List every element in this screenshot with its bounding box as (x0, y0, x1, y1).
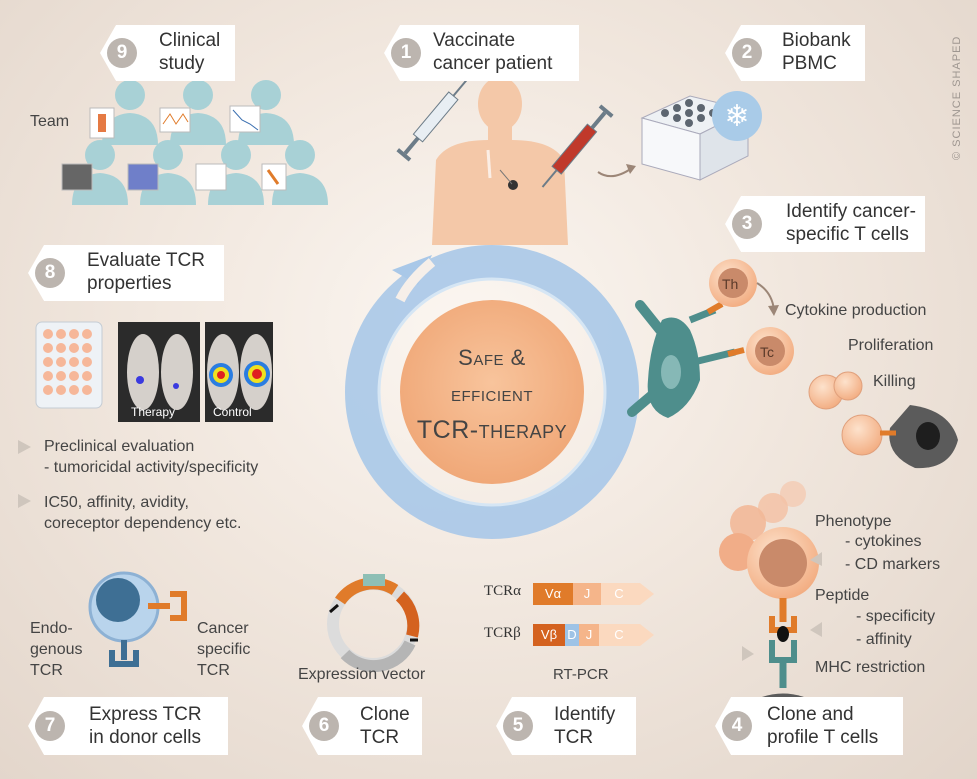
phenotype-label: Phenotype (815, 513, 892, 530)
rt-pcr-label: RT-PCR (553, 666, 609, 683)
center-core (400, 300, 584, 484)
segment-j-beta: J (585, 627, 593, 642)
step-1-number: 1 (391, 38, 421, 68)
copyright-text: © SCIENCE SHAPED (951, 35, 963, 160)
cycle-arrow-head (392, 255, 432, 285)
biobank-box: ❄ (640, 91, 762, 181)
center-title-line1: Safe & (458, 345, 526, 370)
cycle-ring (345, 245, 639, 539)
center-title: Safe & efficient TCR-therapy (407, 340, 577, 448)
t-cell-clones (719, 481, 819, 599)
step-7-number: 7 (35, 711, 65, 741)
segment-v-beta: Vβ (540, 627, 558, 642)
expression-vector-label: Expression vector (298, 666, 426, 683)
bullet-1 (18, 440, 31, 454)
segment-d-beta: D (567, 627, 577, 642)
step-5-number: 5 (503, 711, 533, 741)
segment-c-beta: C (614, 627, 624, 642)
step-4-number: 4 (722, 711, 752, 741)
tcr-beta-gene (533, 624, 654, 646)
peptide-specificity-label: - specificity (856, 608, 936, 625)
mhc-restriction-label: MHC restriction (815, 659, 926, 676)
cytokine-production-label: Cytokine production (785, 302, 927, 319)
center-title-line2: efficient (451, 381, 533, 406)
peptide-label: Peptide (815, 587, 870, 604)
tcr-alpha-gene (533, 583, 654, 605)
team-icons (61, 105, 287, 191)
team-label: Team (30, 113, 70, 130)
patient-silhouette (432, 77, 568, 245)
tcr-properties-text: IC50, affinity, avidity,coreceptor depen… (44, 494, 242, 532)
proliferating-cells (808, 371, 863, 410)
cd-markers-label: - CD markers (845, 556, 941, 573)
tcr-beta-segments: Vβ D J C (533, 624, 653, 646)
well-plate (35, 321, 103, 409)
tcr-alpha-segments: Vα J C (533, 583, 653, 605)
step-9-number: 9 (107, 38, 137, 68)
segment-v-alpha: Vα (544, 586, 562, 601)
step-6-number: 6 (309, 711, 339, 741)
arrow-to-biobank (597, 167, 633, 178)
expression-vector-plasmid (327, 574, 420, 673)
bullet-2 (18, 494, 31, 508)
segment-j-alpha: J (583, 586, 591, 601)
syringe-blood (541, 104, 614, 188)
step-3-label: Identify cancer-specific T cells (786, 201, 916, 245)
syringe-vaccine (396, 78, 469, 162)
control-label: Control (213, 405, 252, 419)
step-8-number: 8 (35, 258, 65, 288)
step-3-number: 3 (732, 209, 762, 239)
peptide-affinity-label: - affinity (856, 631, 912, 648)
cytokines-label: - cytokines (845, 533, 922, 550)
th-label: Th (722, 276, 739, 292)
tcr-beta-label: TCRβ (484, 625, 521, 641)
step-2-number: 2 (732, 38, 762, 68)
mouse-imaging (118, 322, 273, 422)
therapy-label: Therapy (131, 405, 176, 419)
tc-label: Tc (760, 344, 774, 360)
killing-cells (841, 405, 958, 469)
segment-c-alpha: C (614, 586, 624, 601)
killing-label: Killing (873, 373, 916, 390)
svg-text:❄: ❄ (724, 99, 749, 134)
proliferation-label: Proliferation (848, 337, 934, 354)
dendritic-cell (627, 300, 700, 418)
preclinical-evaluation-text: Preclinical evaluation- tumoricidal acti… (44, 438, 259, 476)
center-title-line3: TCR-therapy (416, 416, 568, 444)
donor-t-cell (88, 571, 187, 667)
tcr-alpha-label: TCRα (484, 583, 522, 599)
